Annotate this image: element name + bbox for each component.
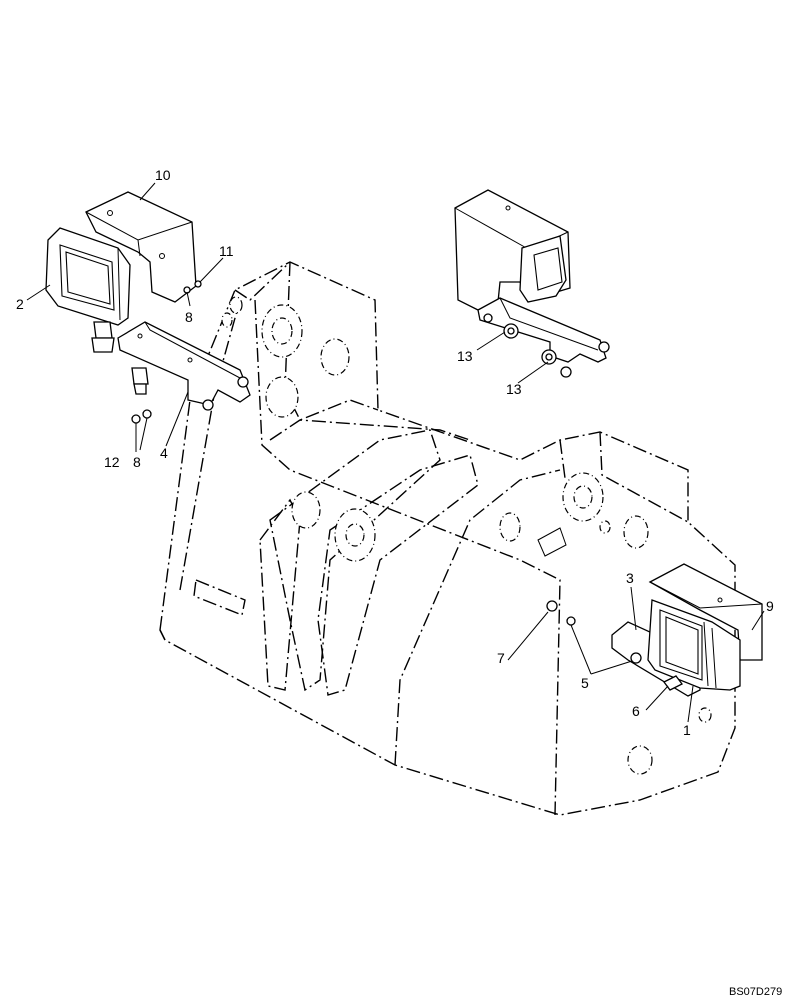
washer-13-lower: [545, 353, 553, 361]
bracket-4: [117, 321, 251, 406]
callout-7: 7: [497, 650, 505, 666]
leader-lines: [26, 182, 765, 723]
callout-13-lower: 13: [506, 381, 522, 397]
callout-8-lower: 8: [133, 454, 141, 470]
callout-1: 1: [683, 722, 691, 738]
callout-11: 11: [219, 243, 234, 259]
callout-8-upper: 8: [185, 309, 193, 325]
loader-frame: [159, 261, 736, 816]
callout-9: 9: [766, 598, 774, 614]
washer-13-upper: [507, 327, 515, 335]
callouts: 10 11 2 8 4 12 8 13 13 3 9 7 5 6 1: [16, 167, 774, 738]
callout-12: 12: [104, 454, 120, 470]
callout-2: 2: [16, 296, 24, 312]
washer-8-lower: [142, 409, 152, 419]
callout-13-upper: 13: [457, 348, 473, 364]
mounting-plate-9: [648, 563, 763, 661]
callout-4: 4: [160, 445, 168, 461]
nut-7: [546, 600, 558, 612]
washer-5-lower: [630, 652, 642, 664]
bolt-11: [194, 280, 202, 288]
lamp-assembly-lower-right: [546, 563, 763, 697]
mounting-plate-10: [85, 191, 197, 303]
lamp-assembly-left: [45, 191, 251, 424]
washer-5-upper: [566, 616, 576, 626]
lamp-assembly-right: [454, 189, 610, 378]
reference-code: BS07D279: [729, 986, 782, 998]
nut-12: [131, 414, 141, 424]
callout-3: 3: [626, 570, 634, 586]
callout-5: 5: [581, 675, 589, 691]
bolt-6: [663, 675, 683, 691]
callout-6: 6: [632, 703, 640, 719]
callout-10: 10: [155, 167, 171, 183]
